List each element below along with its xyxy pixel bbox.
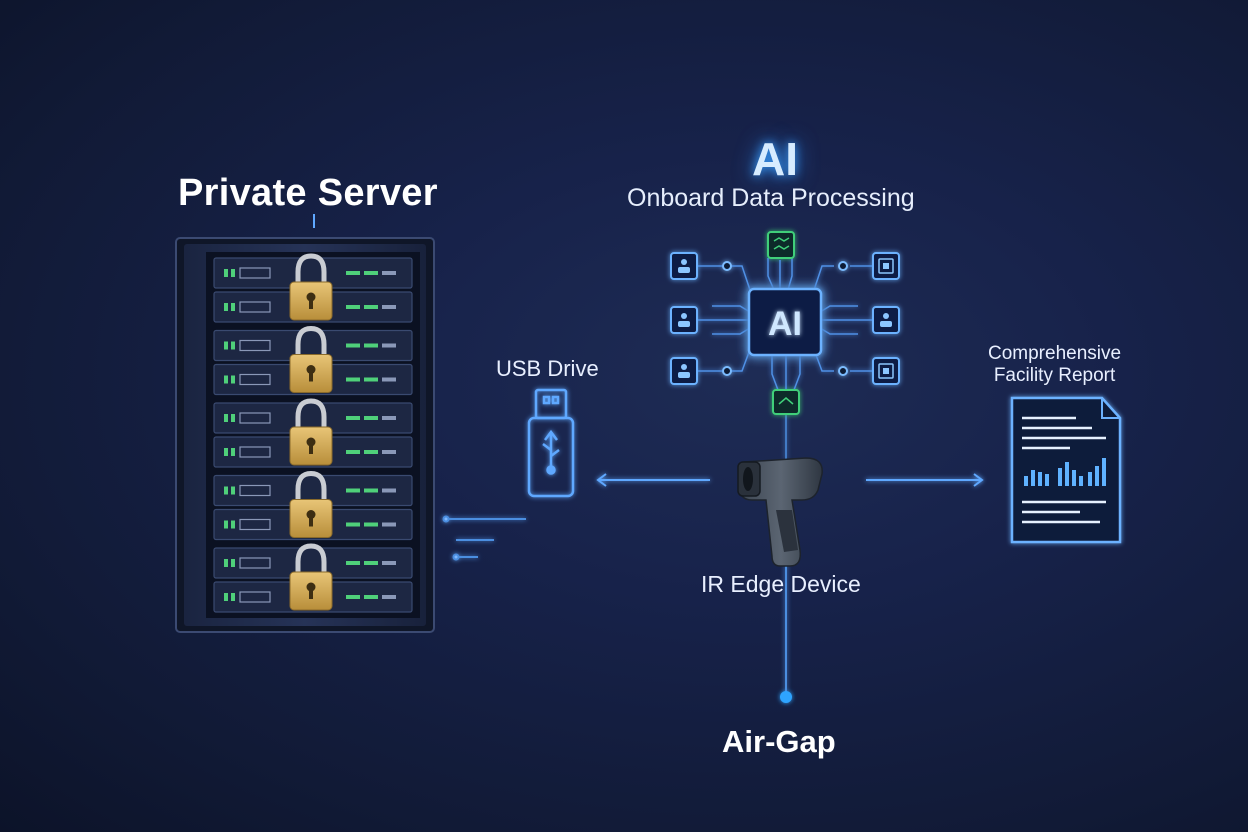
usb-drive-icon [527,388,575,498]
private-server-title: Private Server [178,172,438,214]
arrow-to-usb [596,473,710,487]
report-label-line1: Comprehensive [988,343,1122,364]
arrow-to-report [866,473,984,487]
ai-title: AI [752,133,798,185]
padlock-icon [289,470,333,538]
ir-device-label: IR Edge Device [701,571,861,597]
padlock-icon [289,543,333,611]
data-stream-lines [442,515,526,561]
air-gap-line [780,414,792,703]
ai-circuit-icon [670,231,900,415]
padlock-icon [289,325,333,393]
air-gap-label: Air-Gap [722,724,836,759]
usb-drive-label: USB Drive [496,356,599,381]
document-chart-icon [1010,396,1122,544]
report-label-line2: Facility Report [993,365,1116,386]
ai-chip-label: AI [768,305,802,343]
server-rack-icon [175,237,435,633]
report-label: Comprehensive Facility Report [988,343,1121,387]
ai-subtitle: Onboard Data Processing [627,184,915,212]
ir-scanner-icon [737,457,823,567]
padlock-icon [289,398,333,466]
padlock-icon [289,253,333,321]
